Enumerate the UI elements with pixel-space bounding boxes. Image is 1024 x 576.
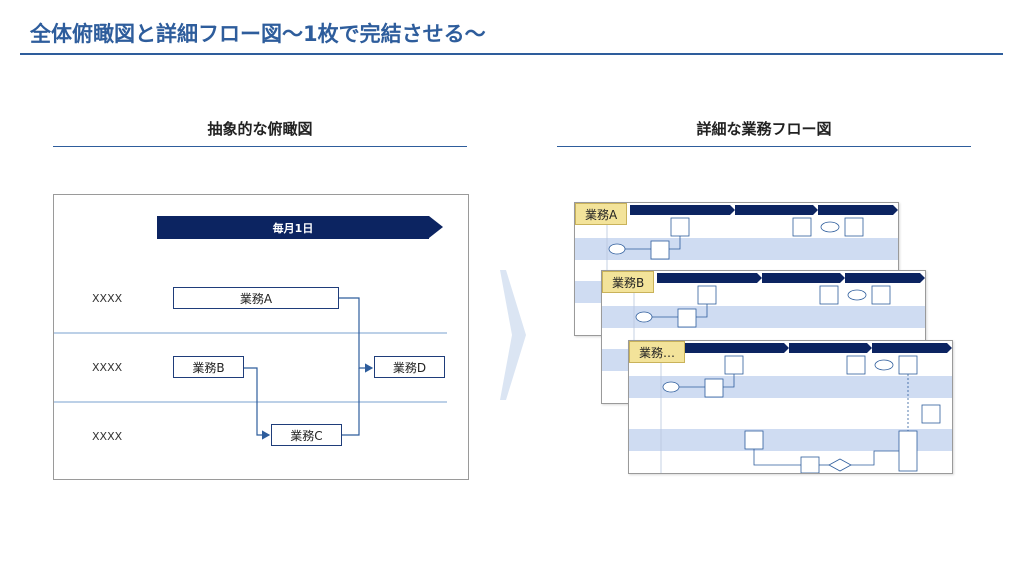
task-box-a: 業務A <box>173 287 339 309</box>
task-box-c: 業務C <box>271 424 342 446</box>
overview-diagram: 毎月1日 XXXX XXXX XXXX 業務A 業務B 業務C 業務D <box>53 194 469 480</box>
title-rule <box>20 53 1003 55</box>
task-box-b: 業務B <box>173 356 244 378</box>
task-box-d: 業務D <box>374 356 445 378</box>
row-label: XXXX <box>92 361 123 374</box>
connector-a-d <box>339 297 374 373</box>
connector-b-c <box>244 367 271 440</box>
overview-connectors <box>54 297 447 440</box>
detail-section-title: 詳細な業務フロー図 <box>696 120 832 138</box>
detail-section-rule <box>557 146 971 147</box>
flow-sheet-tab: 業務B <box>602 271 655 293</box>
flow-sheet-tab: 業務A <box>575 203 628 225</box>
flow-sheet-graphic <box>629 341 952 473</box>
flow-sheet-tab: 業務… <box>629 341 686 363</box>
date-banner-arrow-tip <box>429 216 443 238</box>
overview-section-rule <box>53 146 467 147</box>
row-label: XXXX <box>92 430 123 443</box>
row-label: XXXX <box>92 292 123 305</box>
overview-section-title: 抽象的な俯瞰図 <box>207 120 313 138</box>
transition-arrow <box>500 270 526 400</box>
date-banner: 毎月1日 <box>157 216 429 239</box>
page-title: 全体俯瞰図と詳細フロー図～1枚で完結させる～ <box>30 22 486 46</box>
flow-sheet: 業務… <box>628 340 953 474</box>
connector-c-d <box>342 368 360 436</box>
